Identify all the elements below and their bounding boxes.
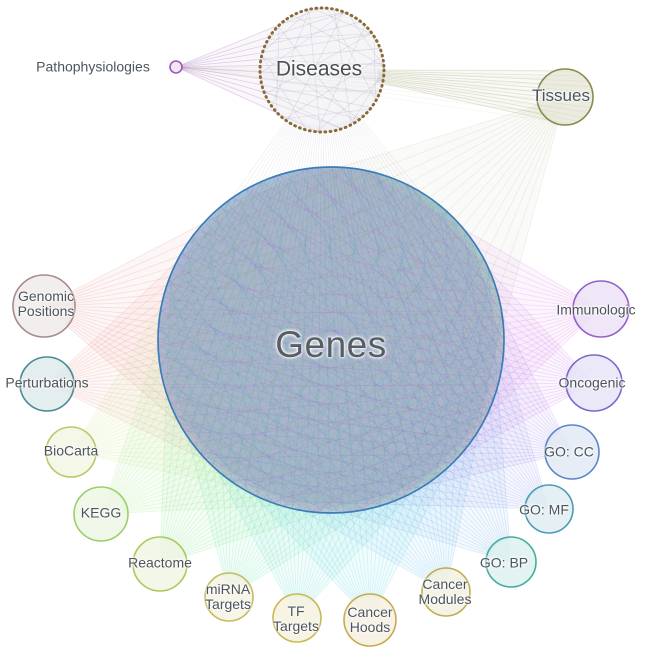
node-cancer-hoods[interactable]: [343, 593, 397, 647]
node-genes[interactable]: [157, 166, 505, 514]
node-tissues[interactable]: [536, 68, 594, 126]
node-reactome[interactable]: [132, 536, 188, 592]
node-kegg[interactable]: [73, 486, 129, 542]
node-tf-targets[interactable]: [272, 593, 322, 643]
node-layer: [12, 6, 630, 647]
underlay-layer: [158, 167, 504, 513]
node-pathophysiologies[interactable]: [169, 60, 183, 74]
node-go-mf[interactable]: [524, 484, 574, 534]
node-mirna-targets[interactable]: [204, 572, 254, 622]
node-go-cc[interactable]: [544, 424, 600, 480]
node-oncogenic[interactable]: [565, 354, 623, 412]
edge-layer: [44, 7, 601, 620]
node-go-bp[interactable]: [485, 536, 537, 588]
node-biocarta[interactable]: [45, 426, 97, 478]
node-genomic-positions[interactable]: [12, 274, 76, 338]
node-diseases[interactable]: [258, 6, 386, 134]
node-immunologic[interactable]: [572, 280, 630, 338]
node-perturbations[interactable]: [19, 356, 75, 412]
node-cancer-modules[interactable]: [421, 567, 471, 617]
